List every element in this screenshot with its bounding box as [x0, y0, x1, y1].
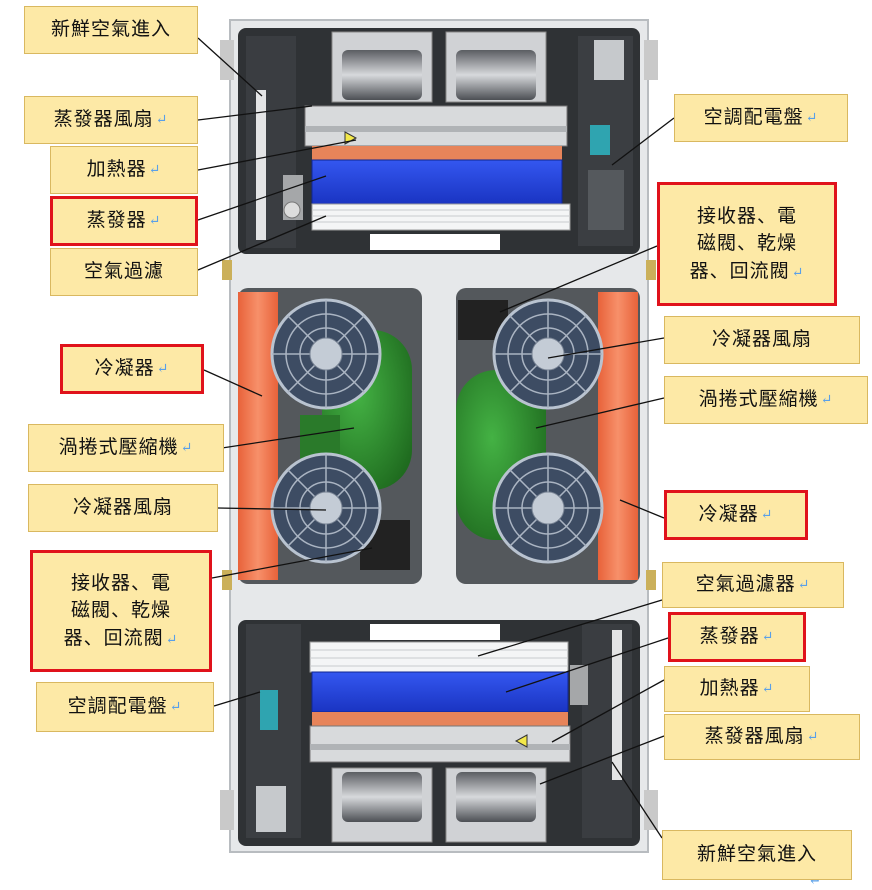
label-text-line2: 磁閥、乾燥 [70, 599, 171, 622]
label-text: 空調配電盤 [67, 695, 168, 718]
label-text: 蒸發器風扇 [704, 725, 805, 748]
return-icon: ↵ [820, 391, 834, 408]
label-ac-panel-top: 空調配電盤↵ [674, 94, 848, 142]
label-scroll-compressor-left: 渦捲式壓縮機↵ [28, 424, 224, 472]
return-icon: ↵ [761, 680, 775, 697]
air-filter-bottom [309, 641, 569, 673]
label-evaporator-fan-top: 蒸發器風扇↵ [24, 96, 198, 144]
return-icon: ↵ [180, 439, 194, 456]
label-scroll-compressor-right: 渦捲式壓縮機↵ [664, 376, 868, 424]
return-icon: ↵ [155, 111, 169, 128]
return-icon: ↵ [148, 161, 162, 178]
label-text-line1: 接收器、電 [70, 571, 171, 594]
label-text-line3: 器、回流閥 [63, 626, 164, 649]
label-receiver-valves-top: 接收器、電 磁閥、乾燥 器、回流閥↵ [657, 182, 837, 306]
condenser-fan-left-lower [270, 452, 382, 564]
return-icon: ↵ [797, 576, 811, 593]
label-condenser-left: 冷凝器↵ [60, 344, 204, 394]
return-icon: ↵ [791, 264, 805, 281]
label-text: 空氣過濾器 [695, 573, 796, 596]
label-text: 加熱器 [86, 158, 147, 181]
return-icon: ↵ [805, 109, 819, 126]
return-icon: ↵ [761, 628, 775, 645]
evaporator-coil-top [311, 159, 563, 205]
label-condenser-fan-right: 冷凝器風扇 [664, 316, 860, 364]
label-air-filter-bottom: 空氣過濾器↵ [662, 562, 844, 608]
label-text-line2: 磁閥、乾燥 [696, 232, 797, 255]
label-ac-panel-bottom: 空調配電盤↵ [36, 682, 214, 732]
label-condenser-fan-left: 冷凝器風扇 [28, 484, 218, 532]
label-text: 新鮮空氣進入 [696, 843, 817, 866]
label-evaporator-fan-bottom: 蒸發器風扇↵ [664, 714, 860, 760]
label-text: 蒸發器風扇 [53, 108, 154, 131]
condenser-fan-right-lower [492, 452, 604, 564]
label-text: 渦捲式壓縮機 [698, 388, 819, 411]
label-evaporator-bottom: 蒸發器↵ [668, 612, 806, 662]
label-evaporator-top: 蒸發器↵ [50, 196, 198, 246]
label-text-line3: 器、回流閥 [689, 259, 790, 282]
return-icon: ↵ [806, 728, 820, 745]
label-fresh-air-bottom: 新鮮空氣進入 [662, 830, 852, 880]
return-icon: ↵ [165, 631, 179, 648]
return-icon: ↵ [169, 698, 183, 715]
label-text: 冷凝器風扇 [72, 496, 173, 519]
label-heater-top: 加熱器↵ [50, 146, 198, 194]
label-text: 冷凝器 [698, 503, 759, 526]
return-icon: ↵ [760, 506, 774, 523]
label-text: 新鮮空氣進入 [50, 18, 171, 41]
condenser-fan-right-upper [492, 298, 604, 410]
evaporator-coil-bottom [311, 671, 569, 713]
label-text: 空調配電盤 [703, 106, 804, 129]
label-text: 冷凝器 [94, 357, 155, 380]
label-text-line1: 接收器、電 [696, 204, 797, 227]
condenser-coil-right [598, 292, 638, 580]
label-air-filter-top: 空氣過濾 [50, 248, 198, 296]
label-text: 加熱器 [699, 677, 760, 700]
label-text: 蒸發器 [86, 209, 147, 232]
condenser-fan-left-upper [270, 298, 382, 410]
return-icon: ↵ [156, 360, 170, 377]
label-text: 蒸發器 [699, 625, 760, 648]
air-filter-top [311, 203, 571, 231]
label-receiver-valves-bottom: 接收器、電 磁閥、乾燥 器、回流閥↵ [30, 550, 212, 672]
return-icon: ↵ [148, 212, 162, 229]
label-text: 渦捲式壓縮機 [58, 436, 179, 459]
label-heater-bottom: 加熱器↵ [664, 666, 810, 712]
label-text: 冷凝器風扇 [711, 328, 812, 351]
label-text: 空氣過濾 [83, 260, 164, 283]
condenser-coil-left [238, 292, 278, 580]
label-condenser-right: 冷凝器↵ [664, 490, 808, 540]
label-fresh-air-top: 新鮮空氣進入 [24, 6, 198, 54]
